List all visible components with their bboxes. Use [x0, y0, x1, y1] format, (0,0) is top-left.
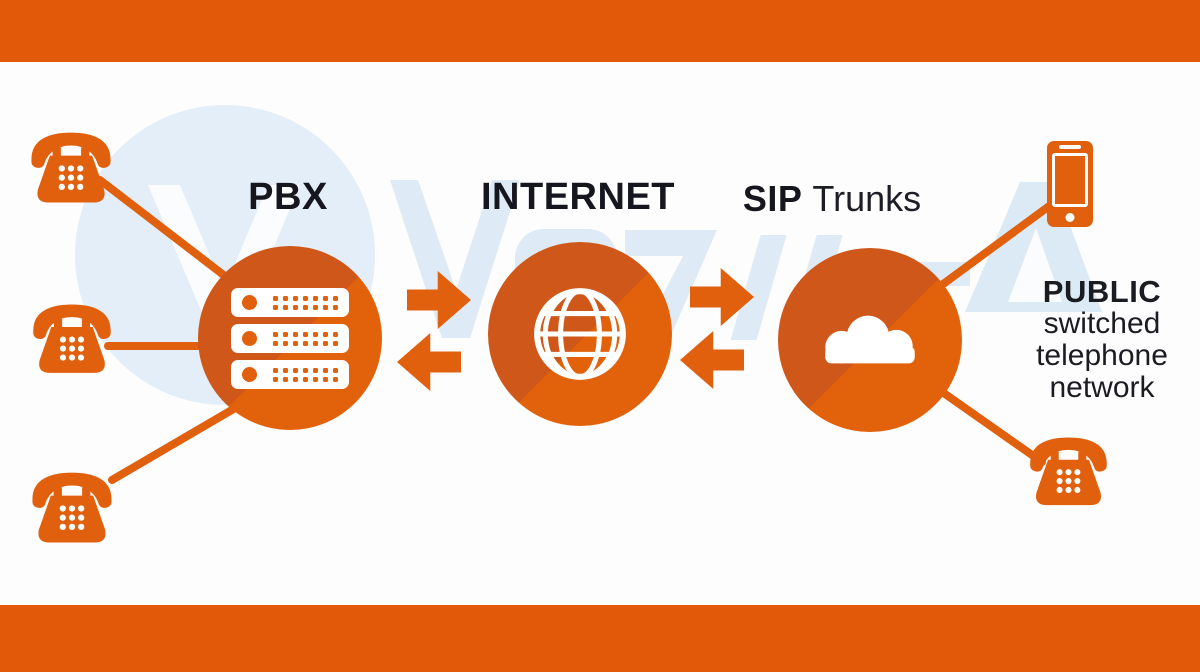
- server-unit: [231, 359, 349, 389]
- arrow-left-sip-internet: [680, 331, 744, 389]
- desk-phone-icon: [1030, 437, 1107, 506]
- smartphone-speaker: [1059, 145, 1081, 149]
- arrow-right-internet-sip: [690, 268, 754, 326]
- pbx-node: [198, 246, 382, 430]
- desk-phone-icon: [32, 472, 112, 543]
- desk-phone-icon: [33, 304, 111, 373]
- arrow-right-pbx-internet: [407, 271, 471, 329]
- pstn-line-telephone: telephone: [1036, 339, 1168, 372]
- server-unit: [231, 287, 349, 317]
- smartphone-home-button: [1065, 213, 1075, 222]
- internet-label: INTERNET: [481, 176, 675, 218]
- pbx-label: PBX: [248, 176, 328, 218]
- smartphone-screen: [1052, 153, 1088, 207]
- sip-trunks-node: [778, 248, 962, 432]
- smartphone-icon: [1047, 141, 1093, 227]
- pstn-label: PUBLIC switched telephone network: [1036, 276, 1168, 404]
- desk-phone-icon: [31, 132, 111, 203]
- server-unit: [231, 323, 349, 353]
- pstn-line-switched: switched: [1043, 307, 1161, 340]
- sip-label-light: Trunks: [812, 178, 922, 219]
- arrow-left-internet-pbx: [397, 333, 461, 391]
- pstn-line-network: network: [1049, 371, 1155, 404]
- sip-label-bold: SIP: [742, 178, 803, 219]
- internet-node: [488, 242, 672, 426]
- top-banner: [0, 0, 1200, 62]
- globe-icon: [534, 288, 626, 380]
- bottom-banner: [0, 605, 1200, 672]
- cloud-icon: [825, 315, 915, 364]
- server-icon: [231, 287, 349, 389]
- pstn-line-public: PUBLIC: [1042, 274, 1162, 309]
